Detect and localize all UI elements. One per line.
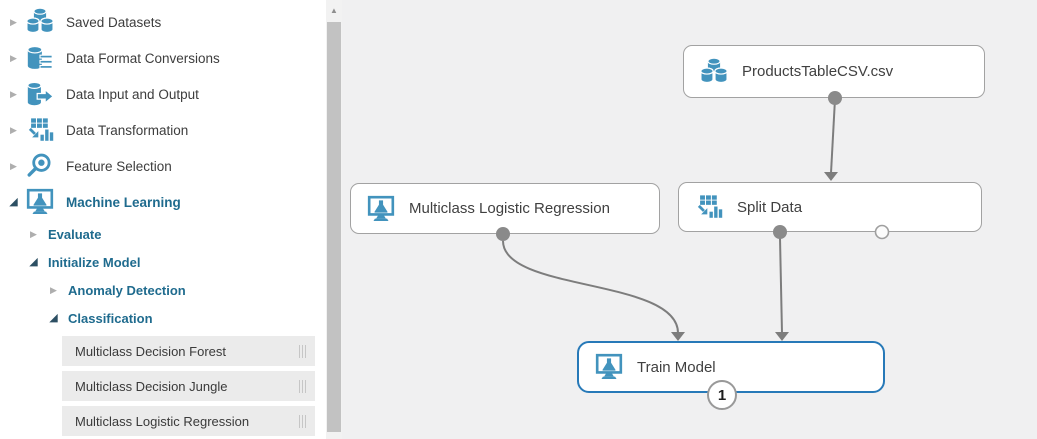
sidebar-item-label: Evaluate bbox=[48, 226, 102, 242]
sidebar-item-machine-learning[interactable]: ◢ Machine Learning bbox=[0, 184, 342, 220]
node-label: Train Model bbox=[637, 358, 716, 376]
chevron-expanded-icon[interactable]: ◢ bbox=[9, 195, 18, 208]
database-arrow-icon bbox=[25, 79, 55, 109]
sidebar-item-evaluate[interactable]: ▶ Evaluate bbox=[0, 220, 342, 248]
sidebar-item-label: Data Format Conversions bbox=[66, 50, 220, 66]
sidebar-item-anomaly-detection[interactable]: ▶ Anomaly Detection bbox=[0, 276, 342, 304]
sidebar-item-data-format-conversions[interactable]: ▶ Data Format Conversions bbox=[0, 40, 342, 76]
arrowhead-icon bbox=[671, 332, 685, 341]
monitor-flask-icon bbox=[366, 194, 396, 224]
connection-wire[interactable] bbox=[830, 98, 836, 174]
monitor-flask-icon bbox=[25, 187, 55, 217]
module-item-multiclass-logistic-regression[interactable]: Multiclass Logistic Regression bbox=[62, 406, 315, 436]
chevron-right-icon[interactable]: ▶ bbox=[10, 160, 17, 171]
node-label: Split Data bbox=[737, 198, 803, 216]
sidebar-item-label: Anomaly Detection bbox=[68, 282, 186, 298]
experiment-canvas[interactable]: ProductsTableCSV.csv Multiclass Logistic… bbox=[342, 0, 1037, 439]
magnifier-icon bbox=[25, 151, 55, 181]
chevron-right-icon[interactable]: ▶ bbox=[10, 16, 17, 27]
module-item-multiclass-decision-forest[interactable]: Multiclass Decision Forest bbox=[62, 336, 315, 366]
chevron-right-icon[interactable]: ▶ bbox=[30, 228, 37, 239]
database-list-icon bbox=[25, 43, 55, 73]
chevron-right-icon[interactable]: ▶ bbox=[10, 88, 17, 99]
scroll-up-icon[interactable]: ▲ bbox=[330, 5, 338, 15]
scrollbar-thumb[interactable] bbox=[327, 22, 341, 432]
sidebar-item-classification[interactable]: ◢ Classification bbox=[0, 304, 342, 332]
datasets-stack-icon bbox=[25, 7, 55, 37]
sidebar-item-label: Feature Selection bbox=[66, 158, 172, 174]
sidebar-item-label: Data Input and Output bbox=[66, 86, 199, 102]
sidebar-item-label: Classification bbox=[68, 310, 153, 326]
grid-to-chart-icon bbox=[25, 115, 55, 145]
drag-grip-icon bbox=[299, 344, 306, 358]
node-label: ProductsTableCSV.csv bbox=[742, 63, 894, 80]
sidebar-scrollbar[interactable]: ▲ bbox=[326, 0, 342, 439]
monitor-flask-icon bbox=[594, 352, 624, 382]
datasets-stack-icon bbox=[699, 57, 729, 87]
sidebar-item-data-transformation[interactable]: ▶ Data Transformation bbox=[0, 112, 342, 148]
node-productstablecsv[interactable]: ProductsTableCSV.csv bbox=[683, 45, 985, 98]
arrowhead-icon bbox=[824, 172, 838, 181]
chevron-right-icon[interactable]: ▶ bbox=[50, 284, 57, 295]
module-item-multiclass-decision-jungle[interactable]: Multiclass Decision Jungle bbox=[62, 371, 315, 401]
module-palette-sidebar: ▶ Saved Datasets ▶ Data Format Conversio… bbox=[0, 0, 342, 439]
chevron-right-icon[interactable]: ▶ bbox=[10, 124, 17, 135]
sidebar-item-saved-datasets[interactable]: ▶ Saved Datasets bbox=[0, 4, 342, 40]
connection-wire[interactable] bbox=[779, 237, 783, 334]
sidebar-item-feature-selection[interactable]: ▶ Feature Selection bbox=[0, 148, 342, 184]
module-item-label: Multiclass Logistic Regression bbox=[75, 413, 250, 429]
chevron-expanded-icon[interactable]: ◢ bbox=[49, 311, 58, 324]
node-split-data[interactable]: Split Data bbox=[678, 182, 982, 232]
module-tree: ▶ Saved Datasets ▶ Data Format Conversio… bbox=[0, 0, 342, 436]
sidebar-item-label: Data Transformation bbox=[66, 122, 189, 138]
node-label: Multiclass Logistic Regression bbox=[409, 200, 610, 217]
sidebar-item-label: Saved Datasets bbox=[66, 14, 162, 30]
chevron-right-icon[interactable]: ▶ bbox=[10, 52, 17, 63]
chevron-expanded-icon[interactable]: ◢ bbox=[29, 255, 38, 268]
sidebar-item-label: Initialize Model bbox=[48, 254, 141, 270]
sidebar-item-initialize-model[interactable]: ◢ Initialize Model bbox=[0, 248, 342, 276]
module-item-label: Multiclass Decision Forest bbox=[75, 343, 226, 359]
drag-grip-icon bbox=[299, 414, 306, 428]
module-item-label: Multiclass Decision Jungle bbox=[75, 378, 228, 394]
sidebar-item-label: Machine Learning bbox=[66, 194, 181, 210]
grid-to-chart-icon bbox=[694, 192, 724, 222]
train-model-output-port-badge[interactable]: 1 bbox=[707, 380, 737, 410]
node-multiclass-logistic-regression[interactable]: Multiclass Logistic Regression bbox=[350, 183, 660, 234]
sidebar-item-data-input-and-output[interactable]: ▶ Data Input and Output bbox=[0, 76, 342, 112]
arrowhead-icon bbox=[775, 332, 789, 341]
drag-grip-icon bbox=[299, 379, 306, 393]
connection-wire[interactable] bbox=[502, 240, 679, 334]
